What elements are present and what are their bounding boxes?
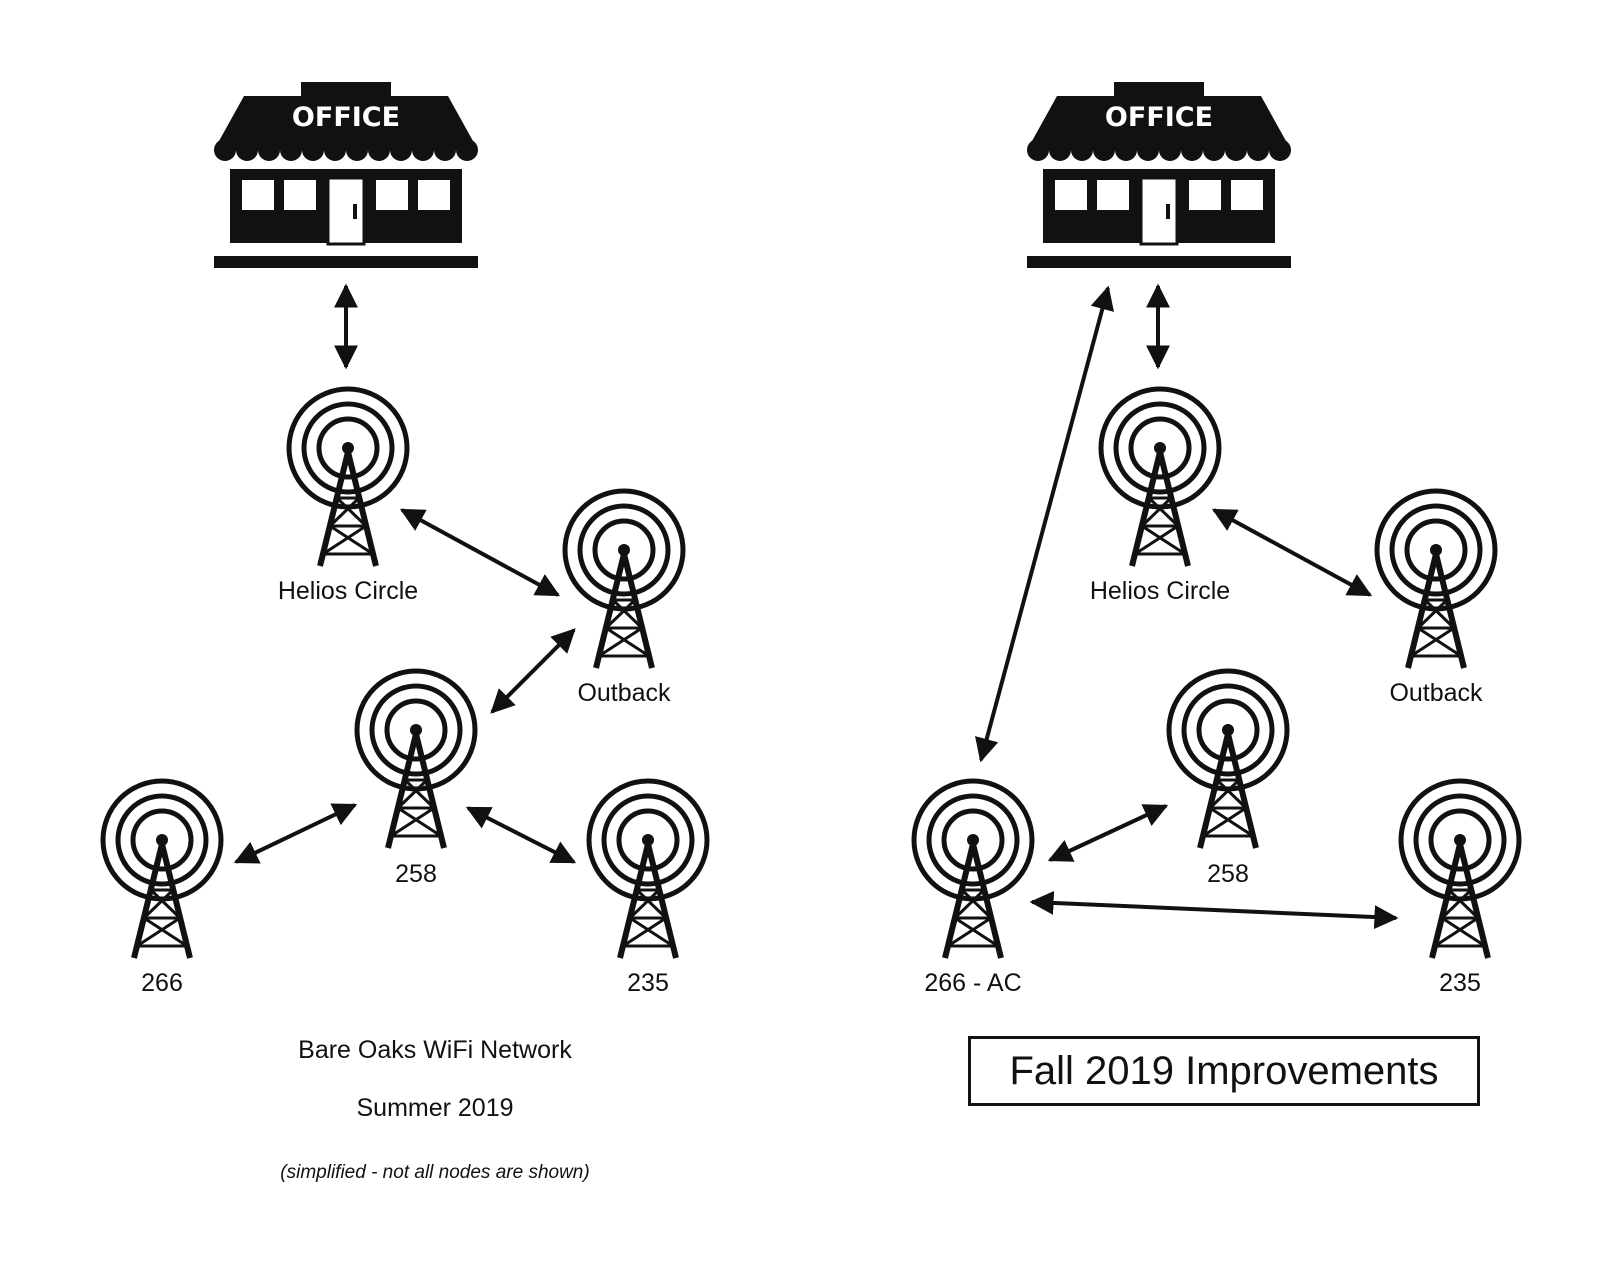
link-office-266-ac (975, 285, 1114, 763)
tower-icon-helios-circle (1101, 389, 1219, 566)
node-label-helios-circle: Helios Circle (278, 577, 418, 605)
tower-icon-235 (1401, 781, 1519, 958)
diagram-note: (simplified - not all nodes are shown) (280, 1162, 590, 1183)
node-label-266: 266 (141, 969, 183, 997)
diagram-title: Bare Oaks WiFi Network (298, 1036, 572, 1064)
improvements-box: Fall 2019 Improvements (968, 1036, 1480, 1106)
tower-icon-258 (1169, 671, 1287, 848)
office-building-icon: OFFICE (212, 80, 480, 270)
tower-icon-outback (1377, 491, 1495, 668)
node-label-235: 235 (1439, 969, 1481, 997)
tower-icon-258 (357, 671, 475, 848)
link-258-266 (233, 803, 358, 864)
link-helios-outback (399, 508, 561, 597)
diagram-subtitle: Summer 2019 (356, 1094, 514, 1122)
tower-icon-helios-circle (289, 389, 407, 566)
node-label-outback: Outback (1389, 679, 1483, 707)
link-outback-258 (490, 628, 576, 714)
left-panel: OFFICE Helios Circle Outback 258 266 235 (103, 80, 707, 997)
tower-icon-266-ac (914, 781, 1032, 958)
link-258-235 (465, 806, 577, 864)
tower-icon-266 (103, 781, 221, 958)
node-label-235: 235 (627, 969, 669, 997)
office-building-icon: OFFICE (1025, 80, 1293, 270)
node-label-258: 258 (1207, 860, 1249, 888)
office-label: OFFICE (1105, 102, 1213, 133)
node-label-266-ac: 266 - AC (924, 969, 1021, 997)
improvements-label: Fall 2019 Improvements (1009, 1048, 1439, 1093)
link-266-ac-258 (1047, 804, 1169, 862)
node-label-258: 258 (395, 860, 437, 888)
office-label: OFFICE (292, 102, 400, 133)
link-266-ac-235 (1029, 890, 1399, 930)
link-helios-outback (1211, 508, 1373, 597)
tower-icon-235 (589, 781, 707, 958)
node-label-outback: Outback (577, 679, 671, 707)
node-label-helios-circle: Helios Circle (1090, 577, 1230, 605)
tower-icon-outback (565, 491, 683, 668)
right-panel: OFFICE Helios Circle Outback 258 266 - A… (914, 80, 1519, 997)
